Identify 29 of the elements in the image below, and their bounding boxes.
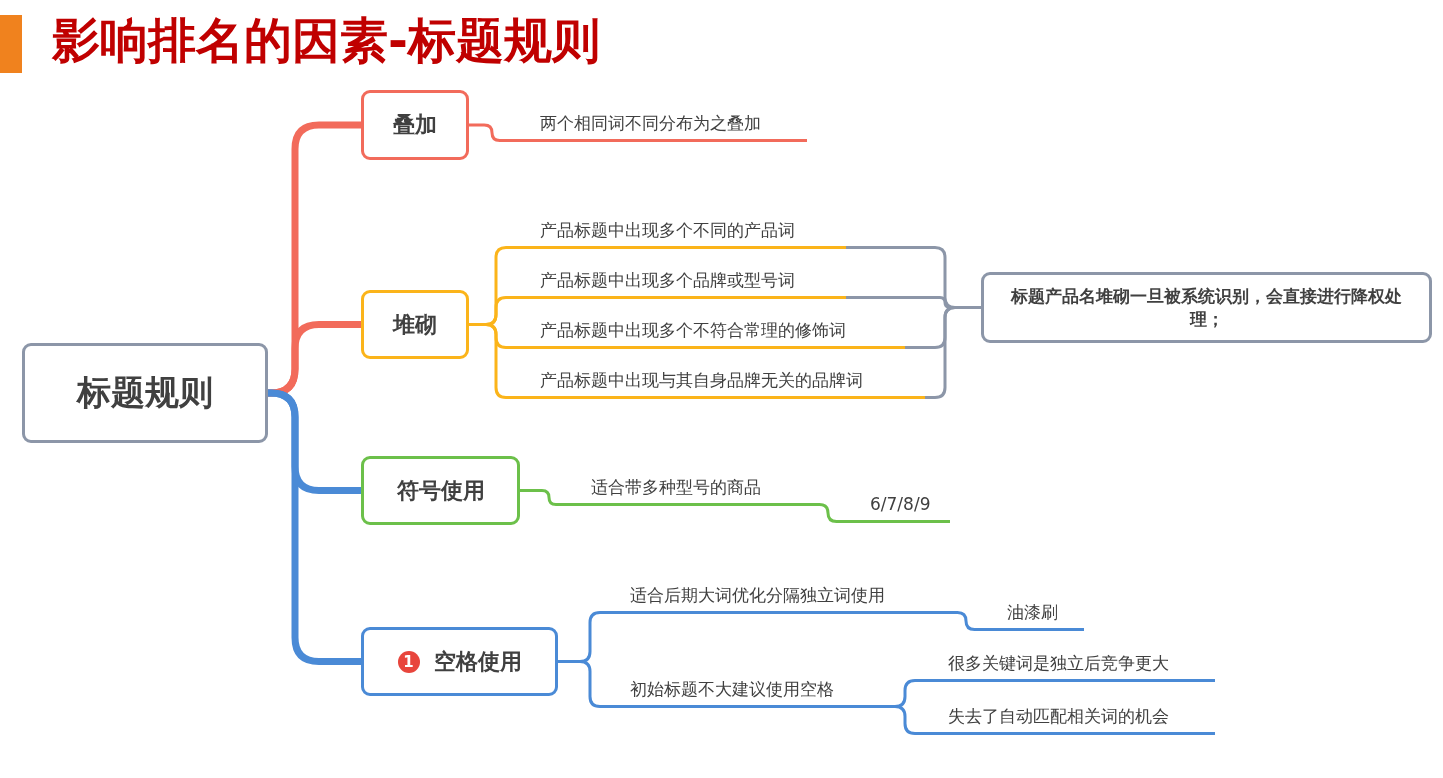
subtopic-text: 油漆刷 <box>994 599 1084 631</box>
subtopic-text: 适合带多种型号的商品 <box>578 474 800 506</box>
brace-connector <box>518 489 580 506</box>
subtopic-text: 产品标题中出现与其自身品牌无关的品牌词 <box>527 367 925 399</box>
subtopic-text: 产品标题中出现多个不符合常理的修饰词 <box>527 317 905 349</box>
subtopic-text: 适合后期大词优化分隔独立词使用 <box>617 582 937 614</box>
brace-connector <box>467 123 529 142</box>
subtopic-text: 很多关键词是独立后竞争更大 <box>935 650 1215 682</box>
subtopic-text: 初始标题不大建议使用空格 <box>617 676 878 708</box>
subtopic-text: 产品标题中出现多个不同的产品词 <box>527 217 846 249</box>
brace-connector <box>467 323 529 399</box>
priority-badge: 1 <box>397 650 420 673</box>
subtopic-text: 6/7/8/9 <box>857 491 950 523</box>
subtopic-text: 产品标题中出现多个品牌或型号词 <box>527 267 846 299</box>
brace-connector <box>876 705 937 735</box>
topic-box <box>361 627 558 696</box>
note-box: 标题产品名堆砌一旦被系统识别，会直接进行降权处理； <box>981 272 1432 343</box>
subtopic-text: 失去了自动匹配相关词的机会 <box>935 703 1215 735</box>
topic-box: 标题规则 <box>22 343 268 443</box>
brace-connector <box>556 660 619 708</box>
brace-connector <box>923 306 983 399</box>
topic-box: 符号使用 <box>361 456 520 525</box>
topic-label: 空格使用 <box>433 647 522 676</box>
subtopic-text: 两个相同词不同分布为之叠加 <box>527 110 807 142</box>
topic-box: 堆砌 <box>361 290 469 359</box>
brace-connector <box>935 611 996 631</box>
topic-box: 叠加 <box>361 90 469 160</box>
page-title: 影响排名的因素-标题规则 <box>52 11 600 70</box>
brace-connector <box>798 503 859 523</box>
